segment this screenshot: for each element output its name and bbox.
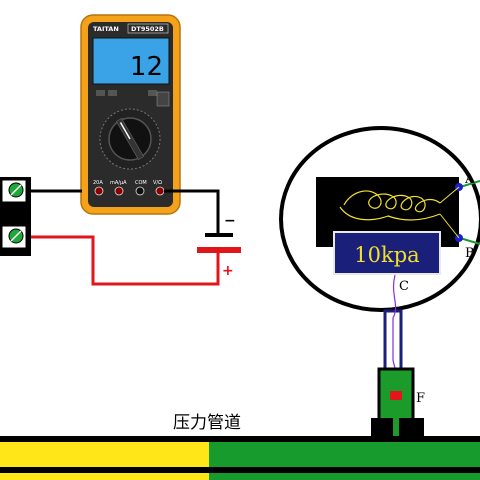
jack-20a[interactable] [94, 186, 104, 196]
pipe-top-stripe [0, 436, 480, 442]
screw-slot-bottom [10, 230, 22, 242]
sensor-readout: 10kpa [354, 243, 419, 267]
multimeter-model-box [127, 23, 169, 34]
input-jacks: 20A mA/µA COM V/Ω [93, 180, 165, 196]
terminal-b-label: B [465, 246, 475, 261]
pipe-green-lower [209, 473, 480, 480]
lcd-value: 12 [130, 52, 163, 82]
pipe-yellow-lower [0, 473, 209, 480]
multimeter-brand: TAITAN [93, 25, 119, 33]
range-dial[interactable] [99, 108, 161, 170]
lcd-display [92, 37, 170, 85]
battery-positive-plate [197, 247, 241, 253]
wires [31, 189, 220, 286]
battery-plus-sign: + [222, 263, 234, 279]
jack-label-v: V/Ω [153, 180, 162, 186]
battery-minus-sign: − [224, 213, 236, 229]
sensor-detail: A B 10kpa C [279, 126, 480, 312]
wire-green-a [459, 180, 480, 188]
jack-label-20a: 20A [93, 180, 103, 186]
pipe-label: 压力管道 [173, 413, 241, 433]
sensor-coil [339, 190, 441, 221]
fitting-red-marker [390, 391, 402, 400]
terminal-block [0, 177, 31, 256]
jack-ma[interactable] [114, 186, 124, 196]
wire-green-b [459, 237, 480, 245]
terminal-a-lead [439, 186, 460, 204]
screw-slot-top [10, 184, 22, 196]
port-c-label: C [399, 279, 409, 294]
jack-com[interactable] [135, 186, 145, 196]
fitting-f-label: F [416, 391, 425, 406]
jack-v[interactable] [155, 186, 165, 196]
multimeter-model: DT9502B [131, 25, 164, 33]
terminal-a-label: A [464, 172, 475, 187]
terminal-b-lead [439, 213, 460, 239]
dial-indicator [119, 122, 131, 140]
battery-negative-plate [205, 233, 233, 237]
power-button[interactable] [96, 90, 105, 96]
fitting-stem [393, 418, 399, 446]
pipe-yellow-section [0, 442, 209, 467]
pressure-pipe: 压力管道 [0, 413, 480, 480]
sensor-readout-box [333, 231, 441, 275]
hold-button[interactable] [108, 90, 117, 96]
hfe-socket [156, 91, 170, 107]
pipe-bottom-stripe [0, 467, 480, 473]
multimeter: TAITAN DT9502B 12 20A mA/µA COM V/Ω [80, 14, 181, 215]
pipe-green-section [209, 442, 480, 467]
wire-black-battery [164, 189, 220, 233]
pipe-fitting: F [371, 367, 425, 446]
jack-label-ma: mA/µA [110, 180, 127, 186]
function-buttons [96, 90, 170, 107]
light-button[interactable] [148, 90, 157, 96]
jack-label-com: COM [135, 180, 147, 186]
battery: − + [197, 213, 241, 279]
wire-red [31, 235, 220, 286]
